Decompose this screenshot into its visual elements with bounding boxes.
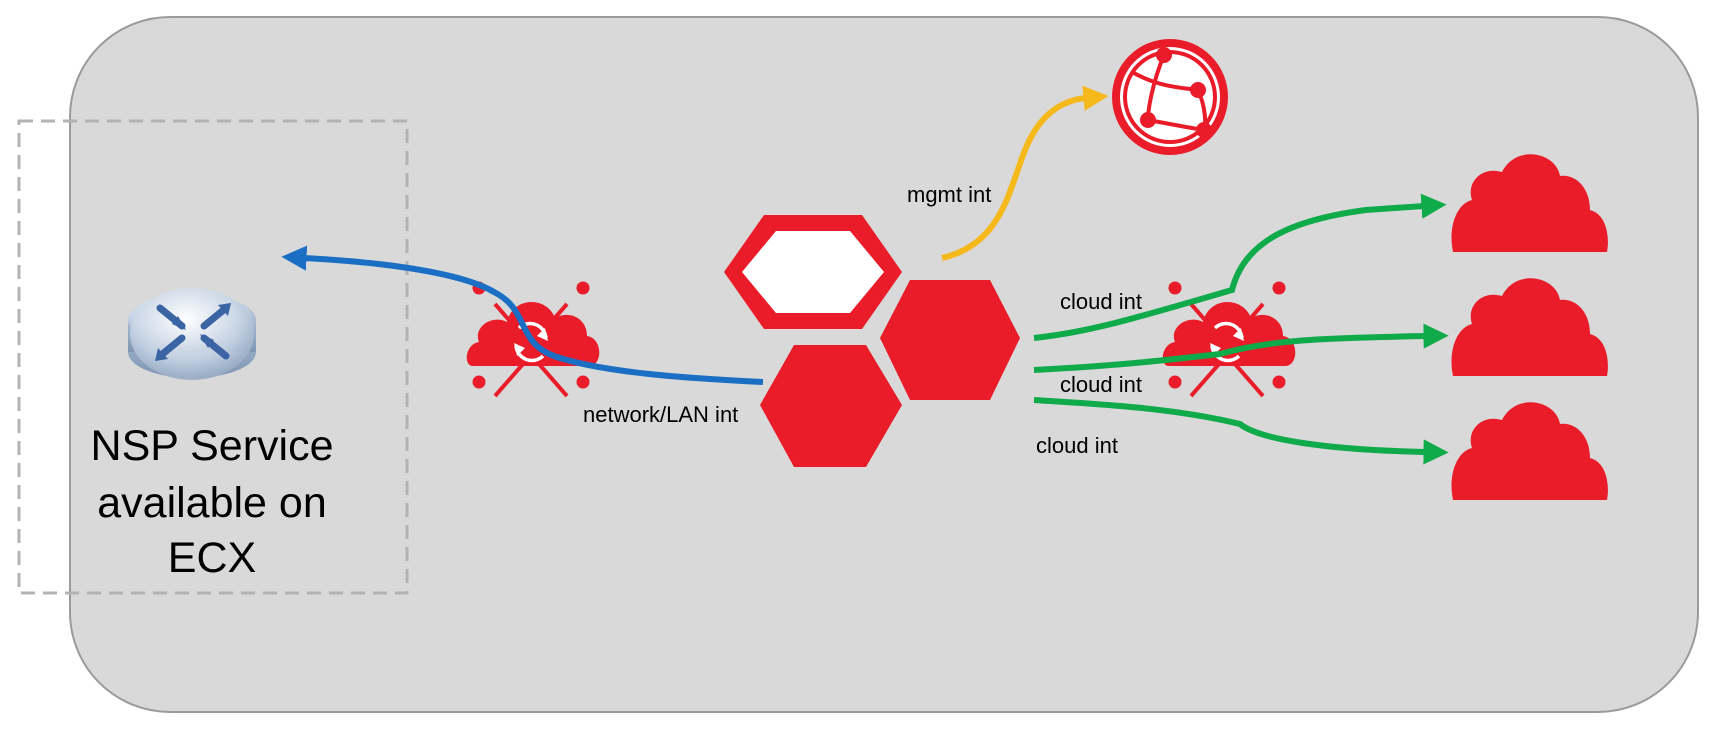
cloud-int-label-1: cloud int [1060, 289, 1142, 314]
cloud-link-arrow-3 [1033, 397, 1449, 465]
cloud-int-label-2: cloud int [1060, 372, 1142, 397]
hexagon-cluster-icon [724, 215, 1020, 467]
cloud-link-arrow-2 [1033, 323, 1449, 373]
background-panel [69, 16, 1699, 713]
nsp-label-line1: NSP Service [91, 422, 334, 470]
mgmt-link-arrow [941, 85, 1109, 261]
globe-network-icon [1112, 39, 1228, 155]
network-lan-int-label: network/LAN int [583, 402, 738, 427]
network-link-arrow [281, 245, 764, 385]
nsp-label-line3: ECX [168, 534, 256, 582]
nsp-dashed-box [17, 119, 409, 595]
mgmt-int-label: mgmt int [907, 182, 991, 207]
router-icon [128, 288, 256, 380]
cloud-link-arrow-1 [1033, 193, 1447, 341]
cloud-int-label-3: cloud int [1036, 433, 1118, 458]
nsp-label-line2: available on [97, 479, 327, 527]
